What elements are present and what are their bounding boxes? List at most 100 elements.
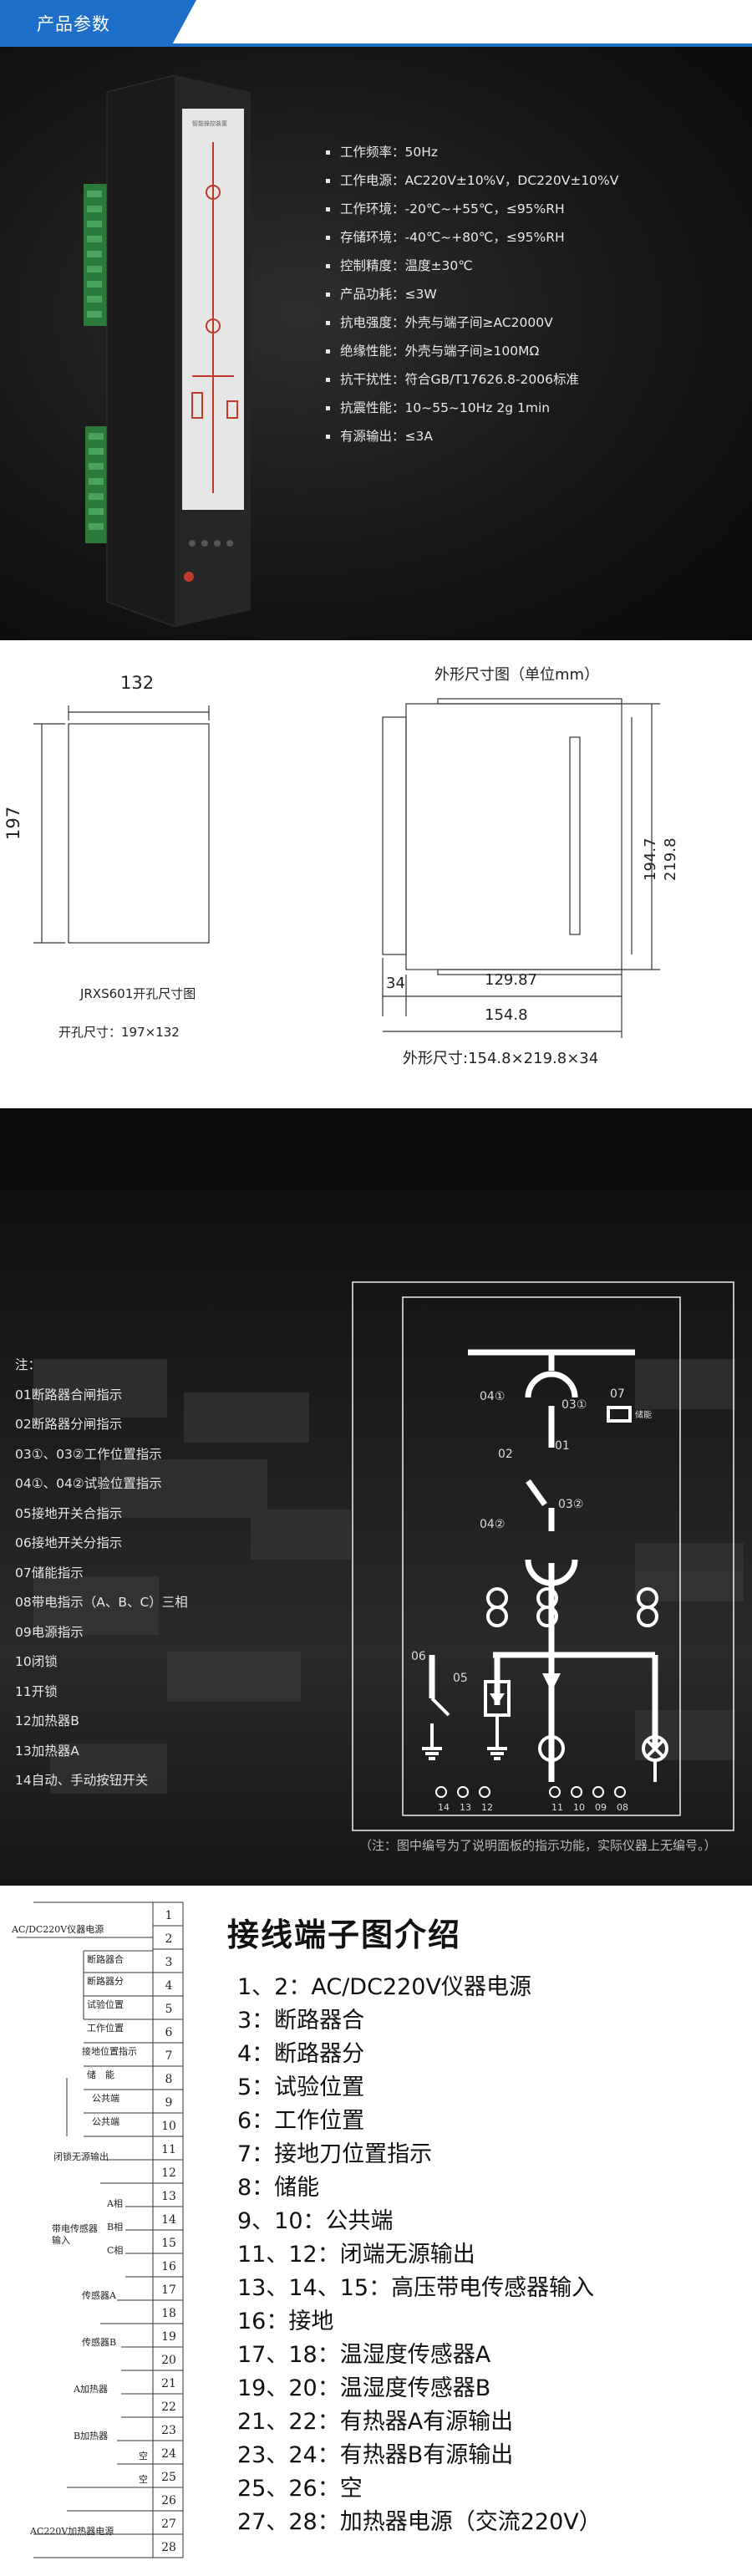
wire-label-test: 试验位置 [87,1999,124,2010]
note-item: 08带电指示（A、B、C）三相 [15,1595,188,1610]
section-title: 产品参数 [37,14,110,34]
diag-bottom-13: 13 [460,1802,471,1813]
terminal-number: 26 [161,2494,176,2507]
diag-label-05: 05 [453,1672,468,1685]
note-item: 04①、04②试验位置指示 [15,1476,162,1491]
dim-154-label: 154.8 [485,1006,528,1024]
terminal-item: 6：工作位置 [237,2108,365,2134]
terminal-number: 23 [161,2424,176,2437]
terminal-number: 8 [165,2073,173,2086]
terminal-number: 11 [161,2143,176,2156]
terminal-item: 17、18：温湿度传感器A [237,2342,491,2368]
note-item: 02断路器分闸指示 [15,1417,123,1432]
param-item: 抗电强度：外壳与端子间≥AC2000V [326,308,727,337]
note-item: 06接地开关分指示 [15,1535,123,1550]
wire-label-com1: 公共端 [92,2093,119,2104]
param-item: 存储环境：-40℃~+80℃，≤95%RH [326,223,727,252]
wire-label-ha: A加热器 [74,2384,108,2395]
terminal-item: 8：储能 [237,2175,320,2201]
terminal-item: 7：接地刀位置指示 [237,2141,433,2167]
diag-label-03a: 03① [561,1398,587,1412]
dim-219-label: 219.8 [662,837,679,881]
diag-label-07: 07 [610,1387,625,1401]
wire-label-live: 带电传感器输入 [52,2223,98,2246]
wire-label-work: 工作位置 [87,2023,124,2034]
note-item: 01断路器合闸指示 [15,1387,123,1403]
dimension-section [0,640,752,1108]
dim-194-label: 194.7 [642,837,659,881]
diag-bottom-10: 10 [573,1802,585,1813]
param-item: 工作电源：AC220V±10%V，DC220V±10%V [326,166,727,195]
terminal-numbers: 1 2 3 4 5 6 7 8 9 10 11 12 13 14 15 16 1… [154,1904,184,2559]
terminal-item: 21、22：有热器A有源输出 [237,2409,514,2435]
diag-bottom-09: 09 [595,1802,607,1813]
terminal-number: 9 [165,2096,173,2110]
note-item: 12加热器B [15,1713,79,1728]
terminal-number: 19 [161,2330,176,2344]
terminal-number: 15 [161,2237,176,2250]
note-item: 11开锁 [15,1683,58,1699]
terminal-number: 12 [161,2166,176,2180]
dim-129-label: 129.87 [485,971,537,989]
wire-label-he: 断路器合 [87,1954,124,1965]
terminal-number: 14 [161,2213,176,2227]
diag-bottom-12: 12 [481,1802,493,1813]
terminal-item: 13、14、15：高压带电传感器输入 [237,2275,595,2301]
cutout-size: 开孔尺寸：197×132 [58,1025,180,1040]
dimension-drawing [33,698,660,1038]
note-item: 09电源指示 [15,1624,84,1640]
terminal-item: 9、10：公共端 [237,2208,394,2234]
cutout-title: JRXS601开孔尺寸图 [80,986,196,1001]
terminal-list: 1、2：AC/DC220V仪器电源 3：断路器合 4：断路器分 5：试验位置 6… [237,1971,739,2539]
terminal-item: 4：断路器分 [237,2041,365,2067]
param-list: 工作频率：50Hz 工作电源：AC220V±10%V，DC220V±10%V 工… [326,138,727,451]
wire-label-b: B相 [107,2222,124,2232]
wire-label-c: C相 [107,2245,124,2256]
terminal-number: 18 [161,2307,176,2320]
terminal-number: 24 [161,2447,176,2461]
device-photo: 智能操控装置 [84,75,251,627]
terminal-number: 10 [161,2120,176,2133]
terminal-number: 21 [161,2377,176,2390]
note-item: 07储能指示 [15,1565,84,1581]
wire-label-a: A相 [107,2198,123,2209]
param-item: 产品功耗：≤3W [326,280,727,308]
diagram-footnote: （注：图中编号为了说明面板的指示功能，实际仪器上无编号。） [359,1838,717,1853]
diag-label-04a: 04① [480,1390,506,1403]
terminal-item: 27、28：加热器电源（交流220V） [237,2509,602,2535]
wire-label-lock: 闭锁无源输出 [53,2151,109,2162]
wire-label-gnd: 接地位置指示 [82,2046,137,2057]
terminal-number: 22 [161,2400,176,2414]
diag-label-04b: 04② [480,1518,506,1531]
param-item: 抗干扰性：符合GB/T17626.8-2006标准 [326,365,727,394]
svg-text:智能操控装置: 智能操控装置 [192,120,227,127]
notes-head: 注： [15,1357,42,1372]
note-item: 14自动、手动按钮开关 [15,1773,149,1788]
terminal-number: 6 [165,2026,173,2039]
wire-label-fen: 断路器分 [87,1976,124,1987]
terminal-number: 7 [165,2049,173,2063]
panel-mimic-diagram [352,1281,734,1831]
param-item: 有源输出：≤3A [326,422,727,451]
terminal-item: 23、24：有热器B有源输出 [237,2442,514,2468]
wire-label-sb: 传感器B [82,2337,117,2348]
terminal-number: 27 [161,2517,176,2531]
param-item: 抗震性能：10~55~10Hz 2g 1min [326,394,727,422]
note-item: 03①、03②工作位置指示 [15,1446,162,1462]
terminal-number: 25 [161,2471,176,2484]
terminal-item: 3：断路器合 [237,2008,365,2034]
wire-label-ac: AC/DC220V仪器电源 [12,1924,104,1935]
terminal-number: 5 [165,2003,173,2016]
cutout-height-label: 197 [3,806,23,840]
header-underline [0,43,752,47]
terminal-number: 1 [165,1909,173,1922]
terminal-number: 20 [161,2354,176,2367]
terminal-title: 接线端子图介绍 [227,1917,462,1953]
note-item: 05接地开关合指示 [15,1505,123,1521]
terminal-number: 28 [161,2541,176,2554]
terminal-item: 1、2：AC/DC220V仪器电源 [237,1974,531,2000]
terminal-number: 2 [165,1932,173,1946]
terminal-item: 5：试验位置 [237,2075,365,2100]
terminal-number: 17 [161,2283,176,2297]
terminal-number: 16 [161,2260,176,2273]
